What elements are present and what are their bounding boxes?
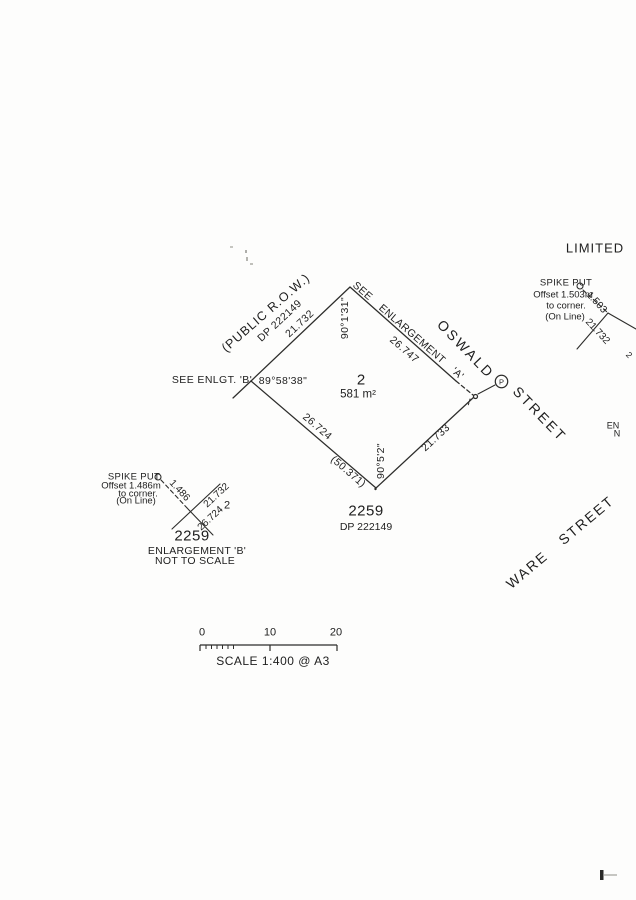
enl-b-boundary [171, 483, 221, 530]
enlargement-b-linework [154, 473, 221, 536]
enl-a-boundary-left [576, 312, 609, 350]
enl-b-offset-line2: to corner. [118, 488, 158, 500]
enl-b-offset-dashed [160, 479, 189, 510]
angle-south: 90°5'2" [374, 442, 387, 480]
lot-number: 2 [356, 371, 366, 389]
enl-b-subtitle: NOT TO SCALE [154, 554, 236, 567]
enl-b-parcel-number: 2259 [174, 527, 210, 545]
enl-a-edge-fragment-2: N [613, 428, 621, 439]
south-corner-mark [374, 487, 377, 491]
scale-tick-0: 0 [198, 626, 206, 639]
angle-west: 89°58'38" [258, 374, 308, 387]
reference-mark-p-letter: P [498, 376, 505, 386]
parcel-number: 2259 [348, 502, 384, 520]
enl-a-spike-title: SPIKE PUT [539, 277, 593, 289]
enl-a-offset-dashed [582, 289, 608, 313]
enl-b-offset-line3: (On Line) [116, 495, 156, 507]
angle-top: 90°1'31" [338, 296, 351, 340]
spike-marker-b-icon [154, 473, 162, 481]
scale-bar [199, 644, 338, 651]
enl-b-offset-line1: Offset 1.486m [101, 480, 161, 492]
monument-leader-line [477, 384, 496, 395]
scale-bar-end-ticks [199, 645, 338, 651]
row-line-extension [232, 380, 252, 399]
parcel-dp: DP 222149 [339, 520, 393, 533]
scale-caption: SCALE 1:400 @ A3 [216, 654, 330, 668]
lot-edge-nw [250, 286, 351, 382]
enl-b-lot-number: 2 [223, 499, 231, 512]
enl-a-offset-line3: (On Line) [545, 311, 585, 323]
lot-edge-ne-dashed [455, 380, 474, 396]
east-corner-tick-dashed [467, 398, 471, 407]
scale-tick-20: 20 [329, 626, 343, 639]
scale-bar-sub-ticks [205, 645, 234, 649]
lot-edge-ne [349, 286, 457, 382]
enl-a-boundary-right [607, 312, 636, 330]
title-limited: LIMITED [565, 240, 625, 256]
lot-area: 581 m² [340, 388, 376, 401]
enlargement-a-linework [576, 282, 636, 350]
enl-b-spike-title: SPIKE PUT [107, 471, 161, 483]
enl-a-offset-line2: to corner. [546, 300, 586, 312]
see-enlgt-b-label: SEE ENLGT. 'B' [171, 373, 253, 386]
spike-marker-a-icon [576, 282, 584, 290]
enl-a-offset-line1: Offset 1.503m [533, 289, 593, 301]
scale-tick-10: 10 [263, 626, 277, 639]
enl-b-title: ENLARGEMENT 'B' [147, 544, 247, 557]
east-corner-mark [472, 393, 479, 400]
enl-b-offset-solid [187, 508, 214, 536]
lot-edge-se [375, 396, 475, 489]
reference-mark-p-icon [494, 374, 509, 389]
enl-a-edge-fragment-1: EN [606, 420, 620, 431]
scan-artifacts [230, 246, 617, 880]
lot-edge-sw [250, 380, 377, 489]
